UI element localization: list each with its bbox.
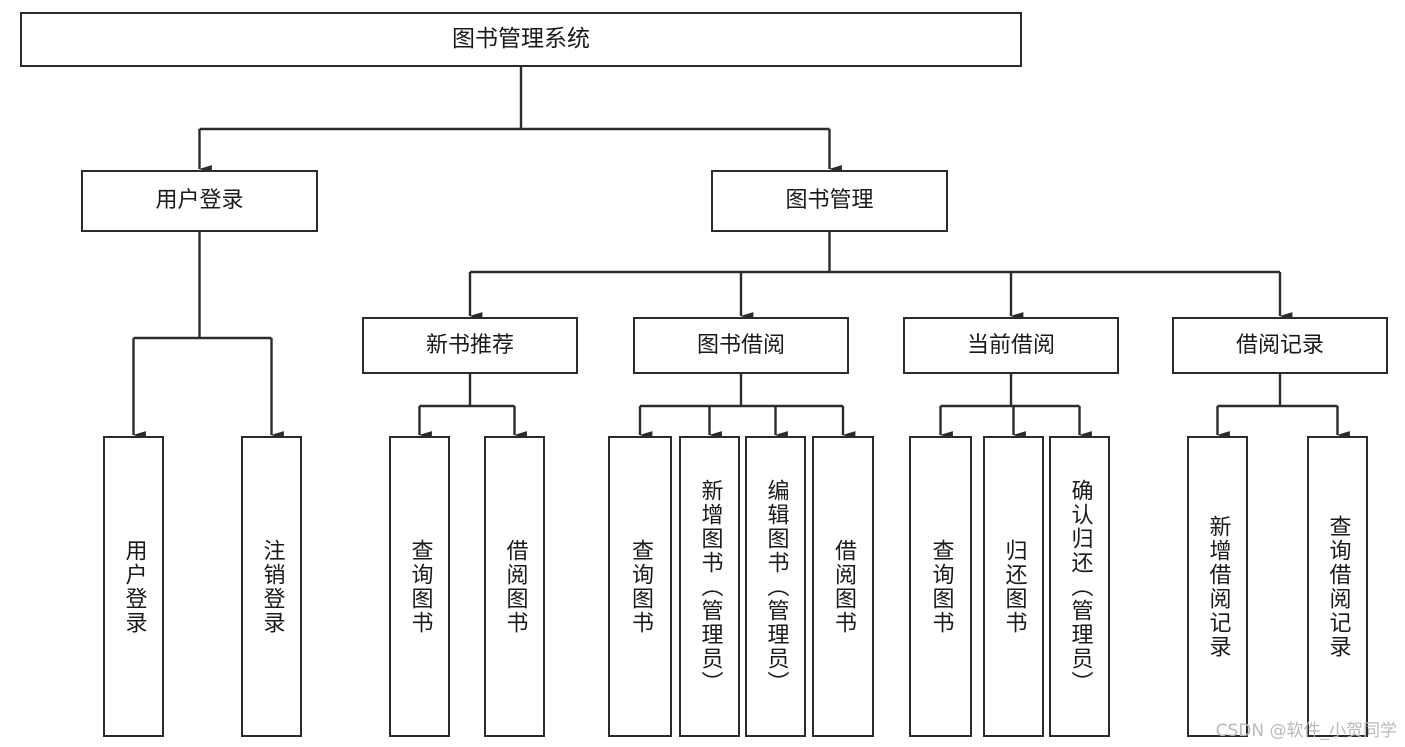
node-leaf-edit-book[interactable]: 编辑图书（管理员）	[745, 436, 806, 737]
node-new-book-recommend[interactable]: 新书推荐	[362, 317, 578, 374]
node-leaf-logout-label: 注销登录	[259, 538, 285, 635]
node-leaf-borrow-book-2[interactable]: 借阅图书	[812, 436, 874, 737]
node-book-borrow[interactable]: 图书借阅	[633, 317, 849, 374]
node-book-borrow-label: 图书借阅	[696, 332, 785, 358]
node-leaf-query-record[interactable]: 查询借阅记录	[1307, 436, 1368, 737]
node-borrow-record[interactable]: 借阅记录	[1172, 317, 1388, 374]
node-leaf-borrow-book-1[interactable]: 借阅图书	[484, 436, 545, 737]
node-new-book-recommend-label: 新书推荐	[425, 332, 514, 358]
node-leaf-borrow-book-2-label: 借阅图书	[831, 538, 856, 635]
node-leaf-edit-book-label: 编辑图书（管理员）	[763, 478, 789, 695]
node-leaf-user-login-label: 用户登录	[121, 538, 147, 635]
node-leaf-query-book-1[interactable]: 查询图书	[389, 436, 450, 737]
node-root-system[interactable]: 图书管理系统	[20, 12, 1022, 67]
node-leaf-add-record[interactable]: 新增借阅记录	[1187, 436, 1248, 737]
node-leaf-query-book-3[interactable]: 查询图书	[909, 436, 972, 737]
node-user-login-label: 用户登录	[155, 188, 244, 214]
node-leaf-query-book-3-label: 查询图书	[928, 538, 954, 635]
node-leaf-return-book-label: 归还图书	[1001, 538, 1027, 635]
node-user-login[interactable]: 用户登录	[81, 170, 318, 232]
node-current-borrow[interactable]: 当前借阅	[903, 317, 1119, 374]
node-leaf-query-book-1-label: 查询图书	[407, 538, 433, 635]
node-root-label: 图书管理系统	[452, 26, 590, 53]
node-borrow-record-label: 借阅记录	[1235, 332, 1324, 358]
node-book-management-label: 图书管理	[785, 188, 874, 214]
node-leaf-add-book-label: 新增图书（管理员）	[697, 478, 723, 695]
node-leaf-query-book-2-label: 查询图书	[628, 538, 653, 635]
node-leaf-user-login[interactable]: 用户登录	[103, 436, 164, 737]
node-leaf-confirm-return[interactable]: 确认归还（管理员）	[1049, 436, 1110, 737]
node-current-borrow-label: 当前借阅	[966, 332, 1055, 358]
node-leaf-add-book[interactable]: 新增图书（管理员）	[679, 436, 740, 737]
node-leaf-borrow-book-1-label: 借阅图书	[502, 538, 528, 635]
node-leaf-query-record-label: 查询借阅记录	[1325, 514, 1351, 659]
node-book-management[interactable]: 图书管理	[711, 170, 948, 232]
node-leaf-return-book[interactable]: 归还图书	[983, 436, 1044, 737]
node-leaf-query-book-2[interactable]: 查询图书	[608, 436, 672, 737]
node-leaf-add-record-label: 新增借阅记录	[1205, 514, 1231, 659]
node-leaf-confirm-return-label: 确认归还（管理员）	[1067, 478, 1093, 695]
node-leaf-logout[interactable]: 注销登录	[241, 436, 302, 737]
